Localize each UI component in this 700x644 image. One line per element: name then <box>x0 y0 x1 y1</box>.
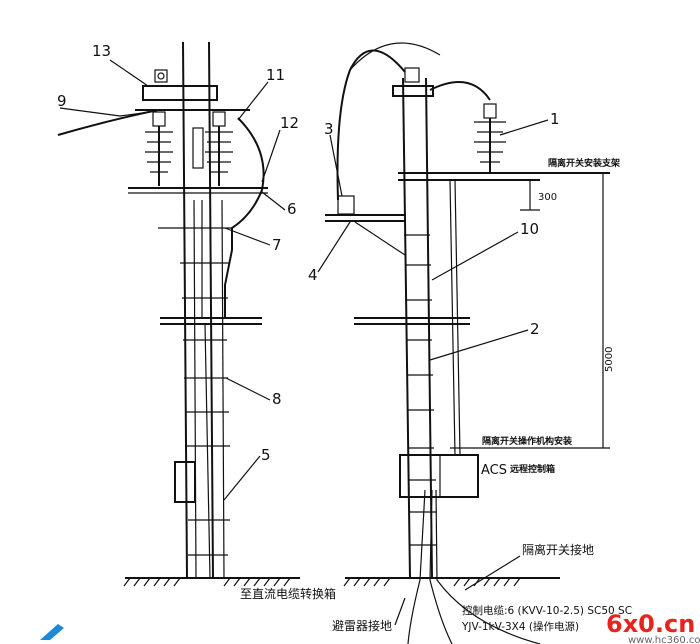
label-arrester-ground: 避雷器接地 <box>332 618 392 633</box>
left-top-beam <box>142 85 218 101</box>
leader-8 <box>225 377 271 401</box>
ground-left-hatch <box>123 577 291 587</box>
operating-rod-b <box>449 179 456 456</box>
left-insulator-b <box>205 111 233 186</box>
callout-3: 3 <box>324 120 334 138</box>
right-pole-view <box>325 42 610 644</box>
callout-6: 6 <box>287 200 297 218</box>
leader-5 <box>223 455 261 501</box>
ground <box>123 577 560 587</box>
leader-lines <box>59 59 549 626</box>
cables-down <box>407 489 541 644</box>
ground-right-hatch <box>343 577 521 587</box>
watermark-site: www.hc360.com <box>628 635 700 644</box>
callout-7: 7 <box>272 236 282 254</box>
right-pole-edge-right <box>425 77 433 579</box>
leader-6 <box>261 191 286 211</box>
right-insulator <box>474 103 506 172</box>
leader-4 <box>317 221 351 273</box>
label-yjv-cable: YJV-1kV-3X4 (操作电源) <box>461 620 579 633</box>
incoming-line <box>57 109 159 136</box>
dimension-300: 300 <box>538 192 557 203</box>
callout-11: 11 <box>266 66 285 84</box>
left-bottom-cable <box>204 323 211 579</box>
callout-5: 5 <box>261 446 271 464</box>
leader-11 <box>237 81 269 121</box>
operating-rod <box>454 179 461 456</box>
leader-7 <box>224 227 271 246</box>
left-pole-edge-right <box>208 41 214 579</box>
callout-8: 8 <box>272 390 282 408</box>
watermark-brand: 6x0.cn <box>606 610 695 638</box>
leader-2 <box>429 329 529 361</box>
leader-9 <box>59 107 151 117</box>
right-pole-edge-left <box>402 77 411 579</box>
right-ladder-rungs <box>404 234 437 546</box>
label-dc-box: 至直流电缆转换箱 <box>240 586 336 601</box>
label-acs-sub: 远程控制箱 <box>510 463 555 475</box>
leader-1 <box>499 119 549 136</box>
leader-13 <box>109 59 149 87</box>
leader-3 <box>329 134 343 197</box>
cable-down-curve <box>224 117 265 318</box>
overhead-arc-top <box>349 42 441 71</box>
right-top-box <box>404 67 420 83</box>
right-control-box <box>399 454 479 498</box>
label-mechanism-install: 隔离开关操作机构安装 <box>482 435 573 447</box>
callout-10: 10 <box>520 220 539 238</box>
leader-12 <box>261 129 281 183</box>
text-labels: 隔离开关安装支架 隔离开关操作机构安装 ACS 远程控制箱 隔离开关接地 至直流… <box>240 157 632 633</box>
label-acs: ACS <box>481 463 507 478</box>
left-switch-box-knob <box>157 72 165 80</box>
callout-9: 9 <box>57 92 67 110</box>
label-switch-ground: 隔离开关接地 <box>522 542 594 557</box>
left-arrester <box>192 127 204 169</box>
callout-1: 1 <box>550 110 560 128</box>
right-brace <box>354 221 406 256</box>
left-bottom-box <box>174 461 196 503</box>
watermark: 6x0.cn www.hc360.com <box>40 610 700 644</box>
right-top-head <box>392 85 434 97</box>
left-insulator-a <box>145 111 173 186</box>
callout-12: 12 <box>280 114 299 132</box>
callout-13: 13 <box>92 42 111 60</box>
left-pole-view <box>57 41 268 579</box>
label-control-cable: 控制电缆:6 (KVV-10-2.5) SC50 SC <box>462 604 632 617</box>
dimension-5000: 5000 <box>604 347 615 372</box>
overhead-arc-left <box>336 49 406 201</box>
left-pole-edge-left <box>182 41 188 579</box>
leader-10 <box>431 231 519 281</box>
left-switch-box <box>154 69 168 83</box>
left-ladder-rail-b <box>221 199 225 579</box>
left-ladder-rail-a <box>193 199 197 579</box>
callout-numbers: 13 9 11 12 6 7 8 5 3 4 10 2 1 <box>57 42 560 464</box>
right-arrester <box>337 195 355 215</box>
overhead-arc-right <box>429 81 491 101</box>
leader-switch-ground <box>464 555 521 591</box>
callout-2: 2 <box>530 320 540 338</box>
label-switch-bracket: 隔离开关安装支架 <box>548 157 620 169</box>
watermark-logo-mark <box>40 624 64 640</box>
leader-arrester-ground <box>394 597 406 626</box>
callout-4: 4 <box>308 266 318 284</box>
